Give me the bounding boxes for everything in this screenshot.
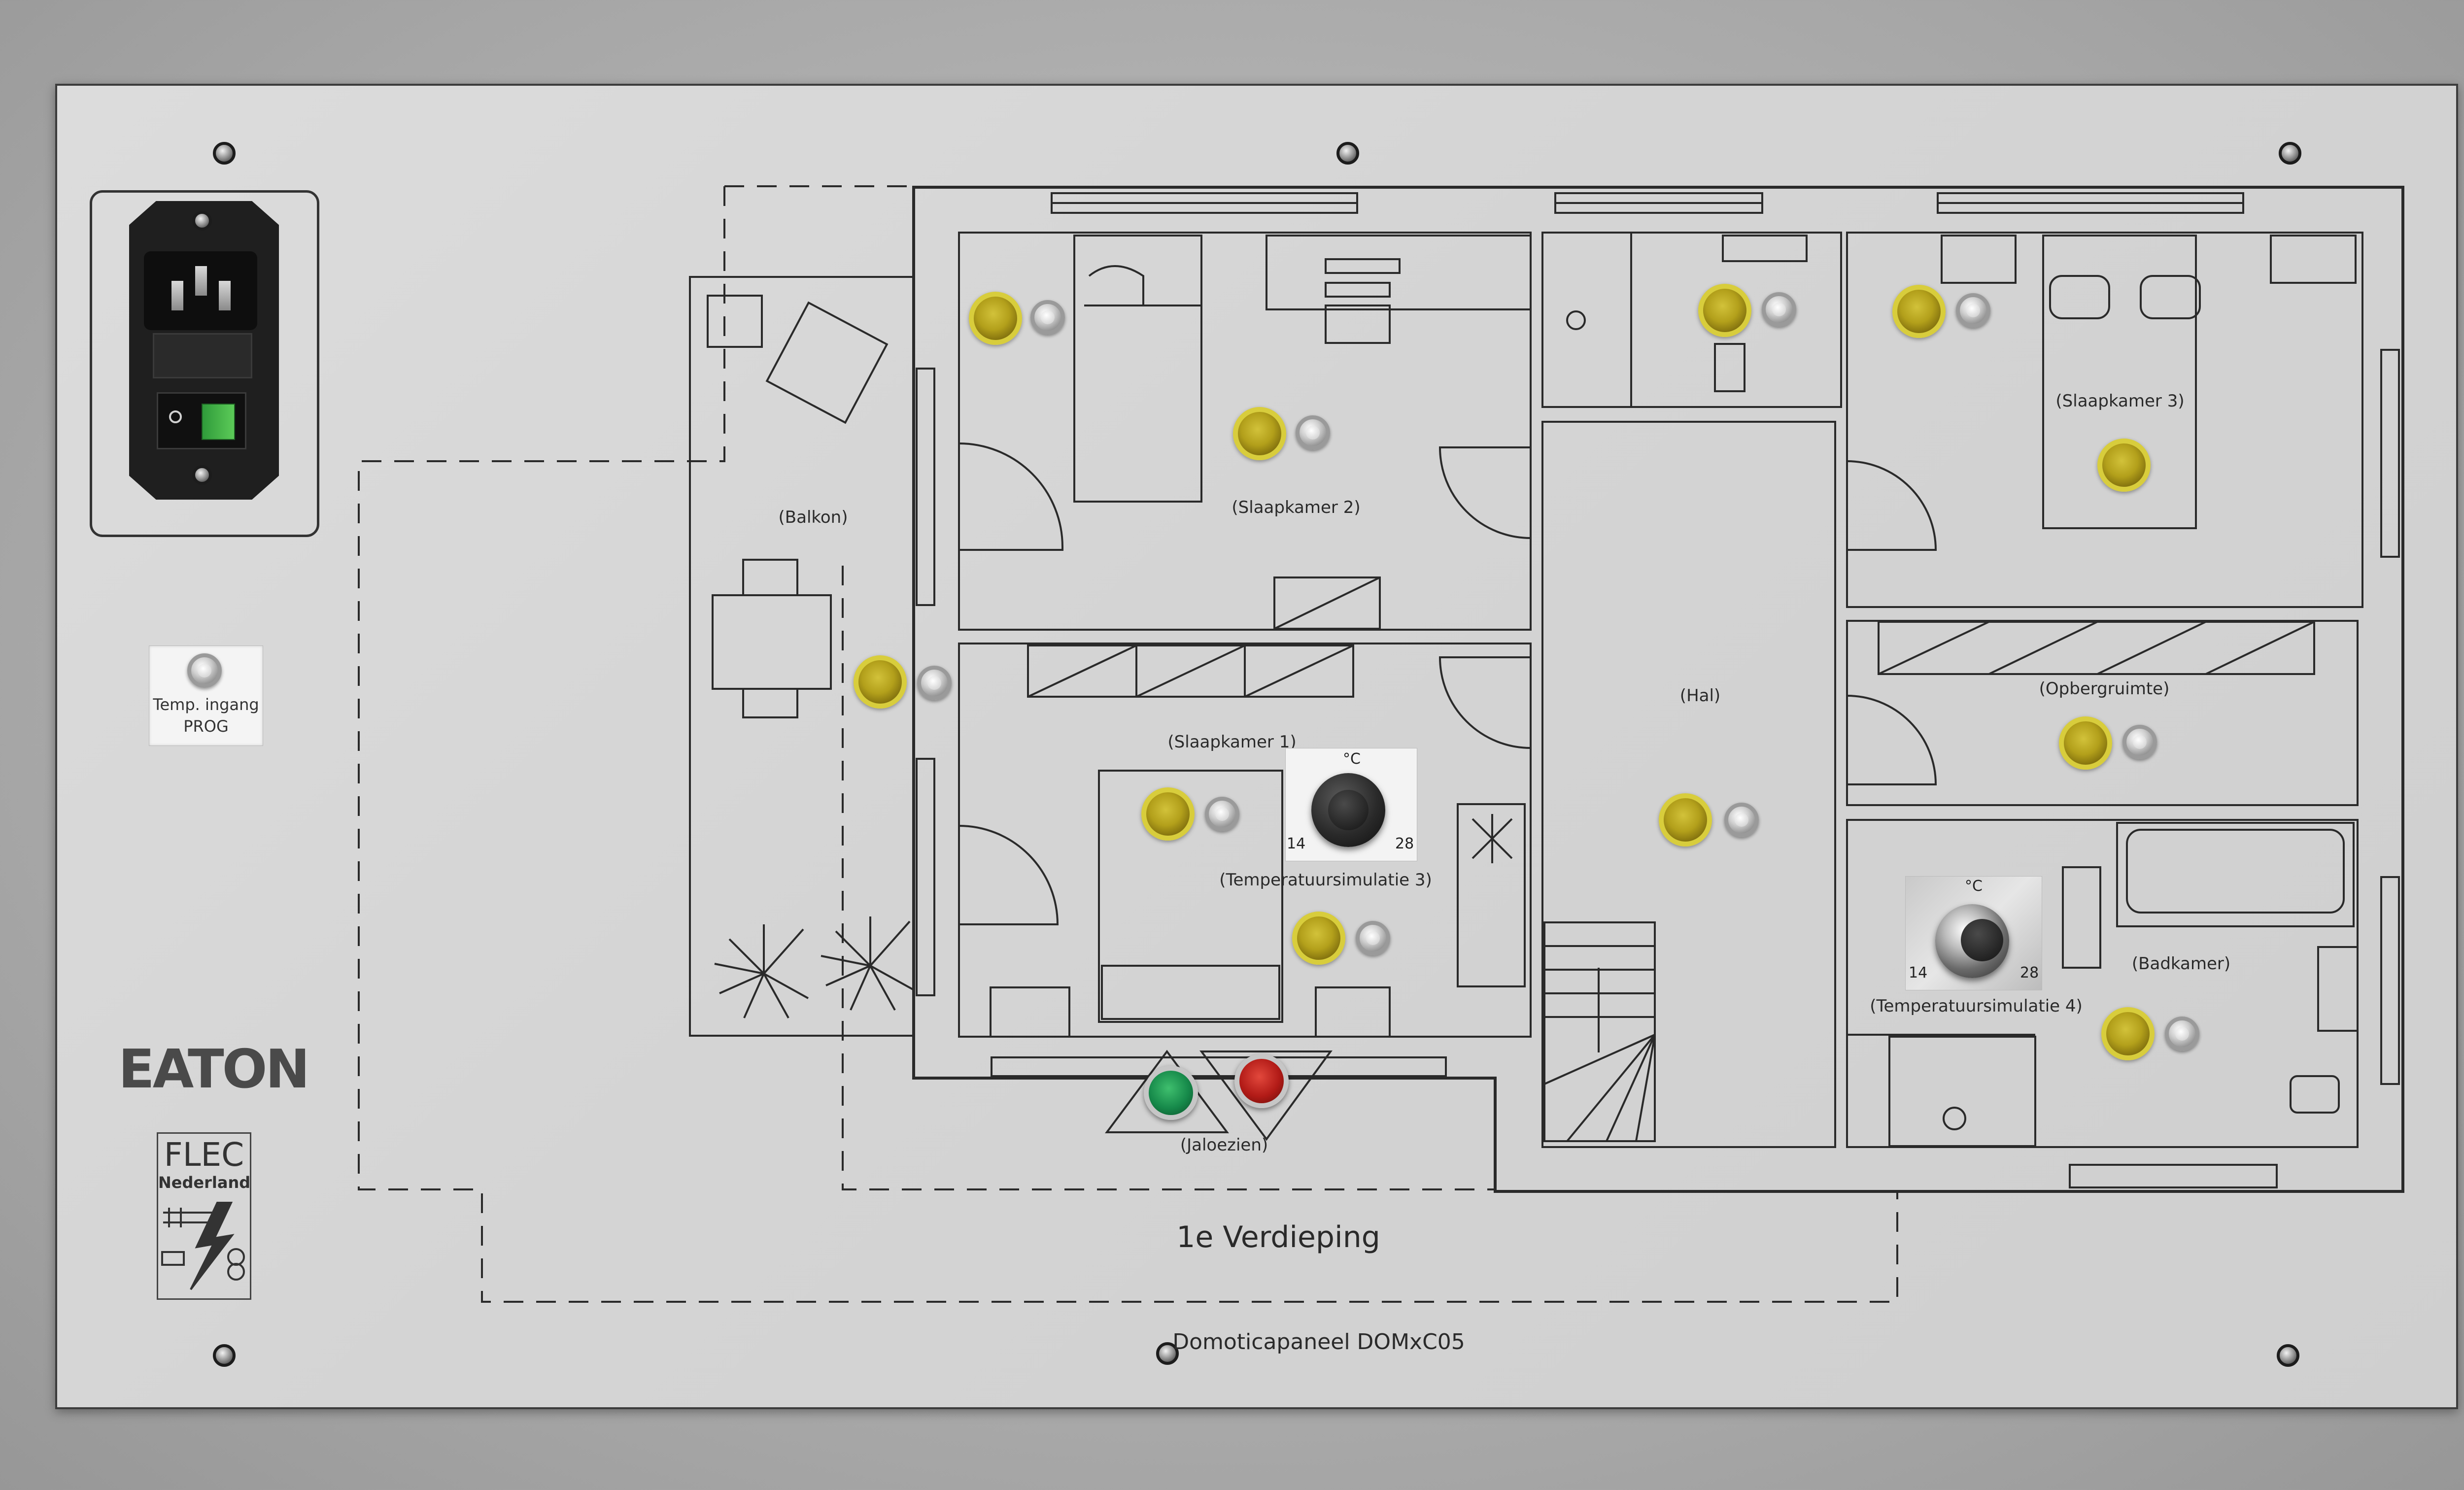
button-hal[interactable]: [1724, 803, 1759, 837]
fuse-holder: [153, 333, 252, 378]
button-slaapkamer1-b[interactable]: [1356, 921, 1390, 955]
domotica-panel: [55, 84, 2458, 1409]
screw: [1156, 1342, 1179, 1365]
room-label-badkamer: (Badkamer): [2131, 954, 2231, 974]
lamp-slaapkamer2-b: [1233, 407, 1286, 460]
panel-model: Domoticapaneel DOMxC05: [1172, 1329, 1465, 1355]
button-slaapkamer2-b[interactable]: [1296, 415, 1330, 450]
dial-plate-t3: °C 14 28: [1285, 748, 1417, 861]
room-label-slaapkamer2: (Slaapkamer 2): [1232, 498, 1361, 517]
lightning-icon: [161, 1202, 245, 1290]
lamp-balkon: [854, 655, 907, 709]
room-label-slaapkamer1: (Slaapkamer 1): [1167, 732, 1297, 752]
prog-label-1: Temp. ingang: [153, 695, 259, 714]
temperature-knob-t3[interactable]: [1311, 773, 1385, 847]
rocker-switch[interactable]: [202, 404, 235, 440]
socket-pin: [219, 281, 231, 310]
button-slaapkamer2-a[interactable]: [1030, 300, 1065, 335]
room-label-jaloezien: (Jaloezien): [1180, 1135, 1268, 1155]
flec-logo-subtext: Nederland: [158, 1173, 251, 1192]
jaloezien-red-button[interactable]: [1234, 1054, 1289, 1108]
lamp-opbergruimte: [2059, 716, 2112, 770]
socket-pin: [171, 281, 183, 310]
button-opbergruimte[interactable]: [2122, 725, 2157, 759]
dial-unit-t4: °C: [1965, 878, 1983, 895]
prog-card: Temp. ingang PROG: [149, 645, 263, 746]
screw: [1336, 142, 1359, 165]
power-switch-icon[interactable]: [157, 392, 246, 449]
screw: [192, 465, 212, 485]
dial-max-t3: 28: [1395, 835, 1414, 852]
screw: [213, 142, 236, 165]
prog-label-2: PROG: [183, 717, 229, 736]
dial-plate-t4: °C 14 28: [1905, 876, 2042, 990]
lamp-badkamer: [2101, 1007, 2155, 1060]
screw: [2279, 142, 2301, 165]
button-wc[interactable]: [1762, 292, 1796, 327]
dial-label-t4: (Temperatuursimulatie 4): [1870, 996, 2083, 1016]
lamp-wc: [1698, 284, 1751, 337]
button-slaapkamer3[interactable]: [1956, 293, 1990, 328]
dial-unit-t3: °C: [1343, 750, 1361, 768]
screw: [2277, 1344, 2299, 1367]
temperature-knob-t4[interactable]: [1935, 904, 2009, 978]
room-label-hal: (Hal): [1679, 686, 1721, 706]
power-inlet-frame: [90, 190, 319, 537]
off-mark-icon: [169, 410, 182, 423]
knob-cap: [1961, 919, 2003, 961]
room-label-opbergruimte: (Opbergruimte): [2039, 679, 2170, 699]
lamp-slaapkamer3-b: [2097, 439, 2151, 492]
room-label-slaapkamer3: (Slaapkamer 3): [2055, 391, 2185, 411]
eaton-logo: EATON: [118, 1039, 310, 1100]
button-balkon[interactable]: [917, 666, 952, 700]
dial-max-t4: 28: [2020, 964, 2039, 982]
button-slaapkamer1-a[interactable]: [1205, 797, 1239, 831]
flec-logo-text: FLEC: [164, 1136, 244, 1174]
dial-min-t3: 14: [1287, 835, 1306, 852]
lamp-slaapkamer1-b: [1292, 912, 1345, 965]
lamp-slaapkamer3-a: [1892, 285, 1946, 338]
flec-logo: FLEC Nederland: [157, 1132, 251, 1300]
lamp-hal: [1659, 793, 1712, 847]
lamp-slaapkamer1-a: [1141, 787, 1195, 841]
jaloezien-green-button[interactable]: [1144, 1066, 1198, 1120]
screw: [213, 1344, 236, 1367]
button-badkamer[interactable]: [2165, 1016, 2199, 1051]
knob-cap: [1328, 790, 1369, 830]
prog-button[interactable]: [187, 653, 222, 688]
dial-min-t4: 14: [1909, 964, 1928, 982]
screw: [192, 211, 212, 231]
floor-title: 1e Verdieping: [1176, 1220, 1380, 1254]
lamp-slaapkamer2-a: [969, 292, 1022, 345]
dial-label-t3: (Temperatuursimulatie 3): [1219, 870, 1432, 890]
room-label-balkon: (Balkon): [778, 508, 848, 527]
power-socket: [144, 251, 257, 330]
socket-pin: [195, 266, 207, 296]
